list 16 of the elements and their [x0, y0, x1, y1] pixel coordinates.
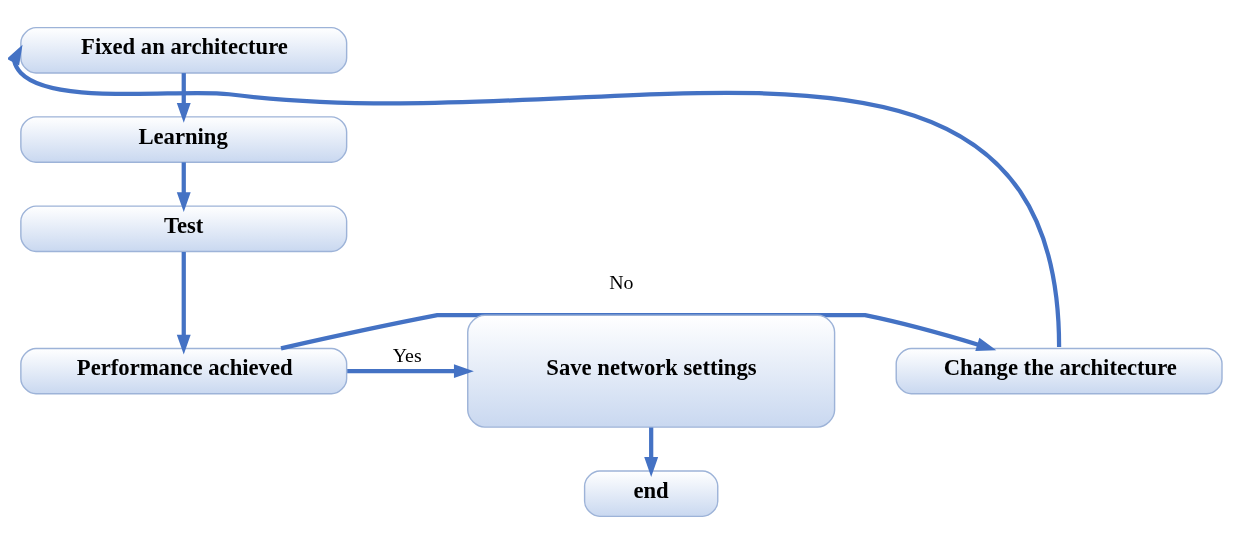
arrow	[8, 44, 1062, 347]
node-box: Change the architecture	[895, 347, 1223, 394]
arrow	[644, 427, 659, 477]
node-box: Performance achieved	[20, 347, 348, 394]
node-box: Test	[20, 204, 348, 252]
arrow	[280, 312, 997, 351]
arrow	[176, 72, 191, 123]
node-box: Learning	[20, 115, 348, 163]
node-box: Save network settings	[467, 314, 836, 428]
edge-label: Yes	[392, 343, 422, 366]
edge-label: No	[609, 270, 634, 293]
arrow	[176, 251, 191, 354]
node-box: Fixed an architecture	[20, 26, 348, 74]
arrow	[176, 161, 191, 212]
node-box: end	[583, 469, 719, 517]
arrow	[347, 363, 474, 378]
